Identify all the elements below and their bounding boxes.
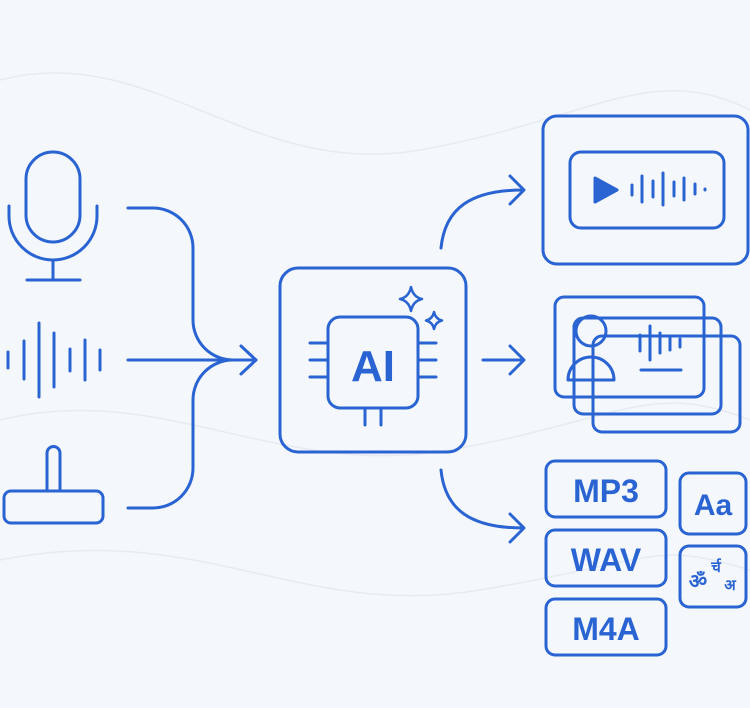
svg-text:Aa: Aa	[694, 489, 733, 522]
format-m4a-badge: M4A	[544, 597, 668, 657]
sound-wave-icon	[6, 321, 102, 399]
svg-text:अ: अ	[724, 577, 736, 594]
sparkle-icon	[398, 285, 424, 313]
play-icon	[593, 176, 619, 204]
svg-text:र्च: र्च	[710, 558, 722, 576]
voice-profile-cards-icon	[553, 295, 742, 434]
ai-label: AI	[351, 342, 395, 391]
format-wav-badge: WAV	[544, 528, 668, 588]
language-indic-badge: ॐ र्च अ	[678, 544, 748, 609]
output-connectors	[439, 174, 526, 544]
stamp-icon	[2, 445, 105, 525]
format-mp3-badge: MP3	[544, 459, 668, 519]
svg-text:WAV: WAV	[571, 542, 642, 578]
microphone-icon	[7, 150, 99, 282]
language-latin-badge: Aa	[678, 471, 748, 536]
svg-text:ॐ: ॐ	[689, 570, 707, 593]
svg-text:MP3: MP3	[573, 473, 639, 509]
ai-processor-box: AI	[278, 266, 468, 454]
sparkle-icon	[424, 310, 444, 331]
input-connectors	[126, 206, 258, 510]
svg-text:M4A: M4A	[572, 611, 640, 647]
ai-chip-icon	[326, 315, 420, 410]
audio-player-icon	[541, 114, 750, 266]
